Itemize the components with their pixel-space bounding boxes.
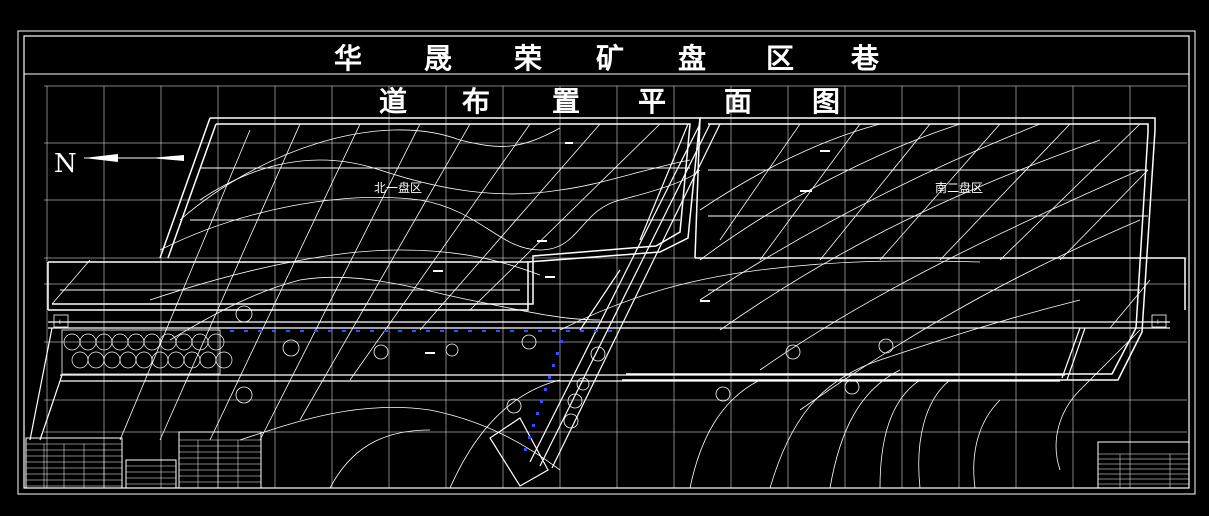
roadway-marker <box>426 330 430 332</box>
goaf-pillar-zone <box>61 329 233 375</box>
goaf-circle <box>199 351 217 369</box>
title2-char-3: 置 <box>552 85 580 118</box>
shaft-marker <box>552 364 555 367</box>
north-label: N <box>54 149 77 179</box>
shaft-marker <box>556 352 559 355</box>
roadway-marker <box>608 330 612 332</box>
roadway-marker <box>370 330 374 332</box>
roadway-marker <box>258 330 262 332</box>
title2-char-2: 布 <box>462 85 490 118</box>
working-faces <box>60 167 1148 291</box>
title-block <box>1097 441 1190 489</box>
contour-lines <box>149 123 1141 489</box>
roadway-markers <box>230 330 612 451</box>
title-char-1: 华 <box>334 42 362 75</box>
roadway-marker <box>272 330 276 332</box>
roadway-marker <box>538 330 542 332</box>
shaft-marker <box>540 400 543 403</box>
roadway-marker <box>468 330 472 332</box>
goaf-circle <box>119 351 137 369</box>
shaft-marker <box>524 448 527 451</box>
title-char-6: 区 <box>766 42 794 75</box>
goaf-circle <box>167 351 185 369</box>
shaft-marker <box>532 424 535 427</box>
title2-char-6: 图 <box>812 85 840 118</box>
roadway-marker <box>566 330 570 332</box>
goaf-circle <box>215 351 233 369</box>
station-bubbles <box>235 305 894 429</box>
goaf-circle <box>207 333 225 351</box>
goaf-circle <box>135 351 153 369</box>
inclined-shafts <box>489 123 721 487</box>
roadway-marker <box>594 330 598 332</box>
legend-tables <box>25 431 262 489</box>
title2-char-5: 面 <box>724 85 752 118</box>
shaft-marker <box>560 340 563 343</box>
section-mark-right: I <box>1157 319 1159 326</box>
roadway-marker <box>286 330 290 332</box>
title-char-4: 矿 <box>596 42 624 75</box>
roadway-marker <box>300 330 304 332</box>
coordinate-grid <box>44 85 1187 488</box>
section-mark-left: I <box>59 319 61 326</box>
section-marks: I I <box>53 314 1167 328</box>
north-arrow: N <box>54 149 184 179</box>
panel-hatch-lines <box>51 123 1151 441</box>
title-char-5: 盘 <box>678 42 706 75</box>
region-label-south: 南二盘区 <box>935 180 983 195</box>
title2-char-1: 道 <box>379 85 407 118</box>
roadway-marker <box>384 330 388 332</box>
goaf-circle <box>103 351 121 369</box>
south-panel-outline <box>622 117 1186 381</box>
goaf-circle <box>151 351 169 369</box>
shaft-marker <box>528 436 531 439</box>
goaf-circle <box>183 351 201 369</box>
shaft-marker <box>544 388 547 391</box>
roadway-marker <box>328 330 332 332</box>
roadway-marker <box>412 330 416 332</box>
roadway-marker <box>342 330 346 332</box>
roadway-marker <box>496 330 500 332</box>
goaf-circle <box>71 351 89 369</box>
shaft-marker <box>548 376 551 379</box>
title-line-1: 华 晟 荣 矿 盘 区 巷 <box>334 42 880 75</box>
roadway-marker <box>580 330 584 332</box>
roadway-marker <box>314 330 318 332</box>
roadway-marker <box>230 330 234 332</box>
title-char-3: 荣 <box>514 42 542 75</box>
north-arrow-head-icon <box>84 154 118 162</box>
goaf-circle <box>87 351 105 369</box>
roadway-marker <box>552 330 556 332</box>
shaft-marker <box>536 412 539 415</box>
roadway-marker <box>510 330 514 332</box>
roadway-marker <box>440 330 444 332</box>
roadway-marker <box>356 330 360 332</box>
main-roadways <box>29 321 1170 441</box>
title-char-7: 巷 <box>850 42 880 75</box>
drawing-frame <box>17 30 1196 495</box>
roadway-marker <box>244 330 248 332</box>
region-label-north: 北一盘区 <box>374 180 422 195</box>
roadway-marker <box>398 330 402 332</box>
title-char-2: 晟 <box>424 42 452 75</box>
title-line-2: 道 布 置 平 面 图 <box>379 85 840 118</box>
roadway-marker <box>524 330 528 332</box>
roadway-marker <box>454 330 458 332</box>
roadway-marker <box>482 330 486 332</box>
title2-char-4: 平 <box>638 85 666 118</box>
small-annotation-dashes <box>425 142 830 354</box>
